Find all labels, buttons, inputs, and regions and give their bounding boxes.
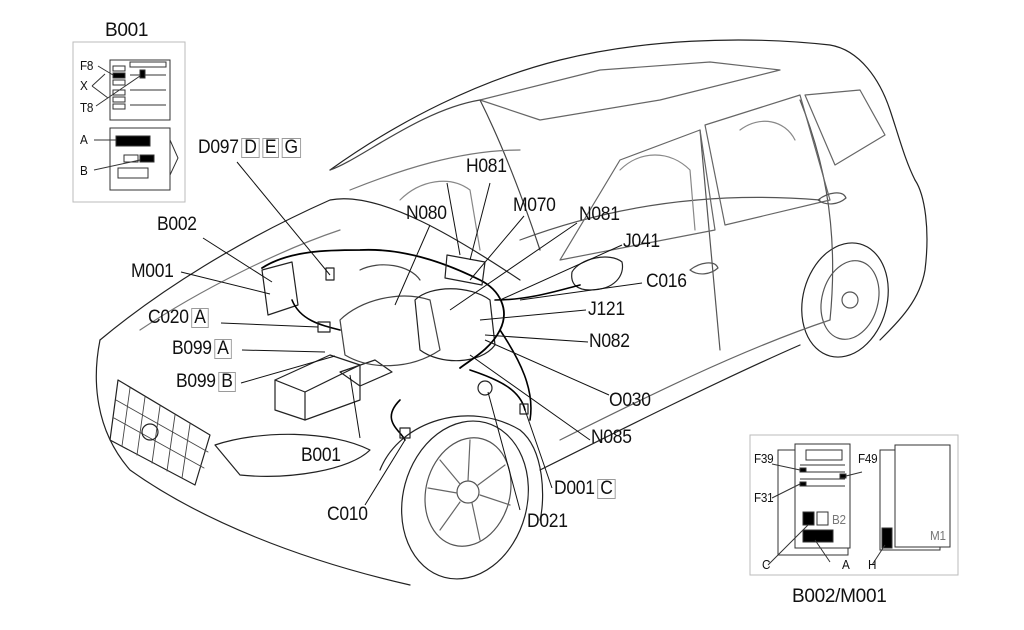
- inset-b001: [72, 41, 186, 203]
- badge: [141, 423, 159, 441]
- car-roof-outline: [329, 39, 916, 181]
- inset-label-c: C: [762, 557, 771, 572]
- inset-label-x: X: [80, 78, 88, 93]
- connector-c010: [399, 427, 411, 439]
- callout-n080: N080: [406, 203, 447, 224]
- quarter-window: [804, 89, 886, 166]
- inset-label-h: H: [868, 557, 877, 572]
- rear-wheel: [801, 242, 889, 358]
- callout-o030: O030: [609, 390, 651, 411]
- front-door: [699, 129, 721, 351]
- sunroof: [479, 61, 781, 121]
- callout-h081: H081: [466, 156, 507, 177]
- callout-b001: B001: [301, 445, 341, 466]
- inset-b002-m001: [749, 434, 959, 576]
- inset-label-f8: F8: [80, 58, 94, 73]
- callout-code: C020: [148, 307, 189, 328]
- callout-n081: N081: [579, 204, 620, 225]
- callout-c010: C010: [327, 504, 368, 525]
- inset-label-f31: F31: [754, 490, 774, 505]
- callout-code: B099: [176, 371, 216, 392]
- variant-box: A: [214, 339, 232, 359]
- front-window: [559, 129, 716, 261]
- control-unit-b002: [261, 261, 299, 316]
- leader-lines: [180, 161, 643, 511]
- callout-j041: J041: [623, 231, 660, 252]
- variant-box: A: [191, 308, 209, 328]
- callout-code: B099: [172, 338, 212, 359]
- connector-d001: [519, 403, 529, 415]
- inset-title-b002-m001: B002/M001: [792, 586, 887, 607]
- callout-m070: M070: [513, 195, 556, 216]
- module-h081: [444, 254, 486, 286]
- variant-box: D: [241, 138, 260, 158]
- rear-window: [704, 94, 831, 226]
- front-wheel-arch: [379, 415, 544, 521]
- callout-j121: J121: [588, 299, 625, 320]
- headlight: [214, 433, 371, 477]
- hood: [99, 198, 521, 341]
- variant-box: G: [281, 138, 301, 158]
- inset-label-t8: T8: [80, 100, 94, 115]
- inset-label-f49: F49: [858, 451, 878, 466]
- rear-rim: [820, 260, 880, 340]
- inset-label-m1: M1: [930, 528, 946, 543]
- grommet: [477, 380, 493, 396]
- inset-title-b001: B001: [105, 20, 149, 41]
- callout-m001: M001: [131, 261, 174, 282]
- car-rear-outline: [879, 179, 928, 341]
- front-wheel: [401, 420, 529, 580]
- front-bumper: [95, 339, 411, 586]
- variant-box: B: [218, 372, 236, 392]
- wiring-harness: [261, 248, 505, 369]
- fuse-box-b001: [339, 359, 393, 387]
- variant-box: E: [262, 138, 279, 158]
- callout-code: D097: [198, 137, 239, 158]
- inset-label-b: B: [80, 163, 88, 178]
- inset-label-f39: F39: [754, 451, 774, 466]
- inset-label-a: A: [80, 132, 88, 147]
- inset-label-a2: A: [842, 557, 850, 572]
- variant-box: C: [597, 479, 616, 499]
- abs-unit: [414, 288, 496, 362]
- grille: [109, 379, 211, 486]
- callout-b002: B002: [157, 214, 197, 235]
- battery: [274, 354, 361, 421]
- callout-c016: C016: [646, 271, 687, 292]
- front-rim: [424, 437, 512, 547]
- callout-n082: N082: [589, 331, 630, 352]
- callout-code: D001: [554, 478, 595, 499]
- windshield: [329, 99, 541, 251]
- callout-n085: N085: [591, 427, 632, 448]
- engine: [339, 295, 441, 367]
- inset-label-b2: B2: [832, 512, 846, 527]
- callout-d021: D021: [527, 511, 568, 532]
- connector-d097: [325, 267, 335, 281]
- car-sill: [539, 344, 801, 471]
